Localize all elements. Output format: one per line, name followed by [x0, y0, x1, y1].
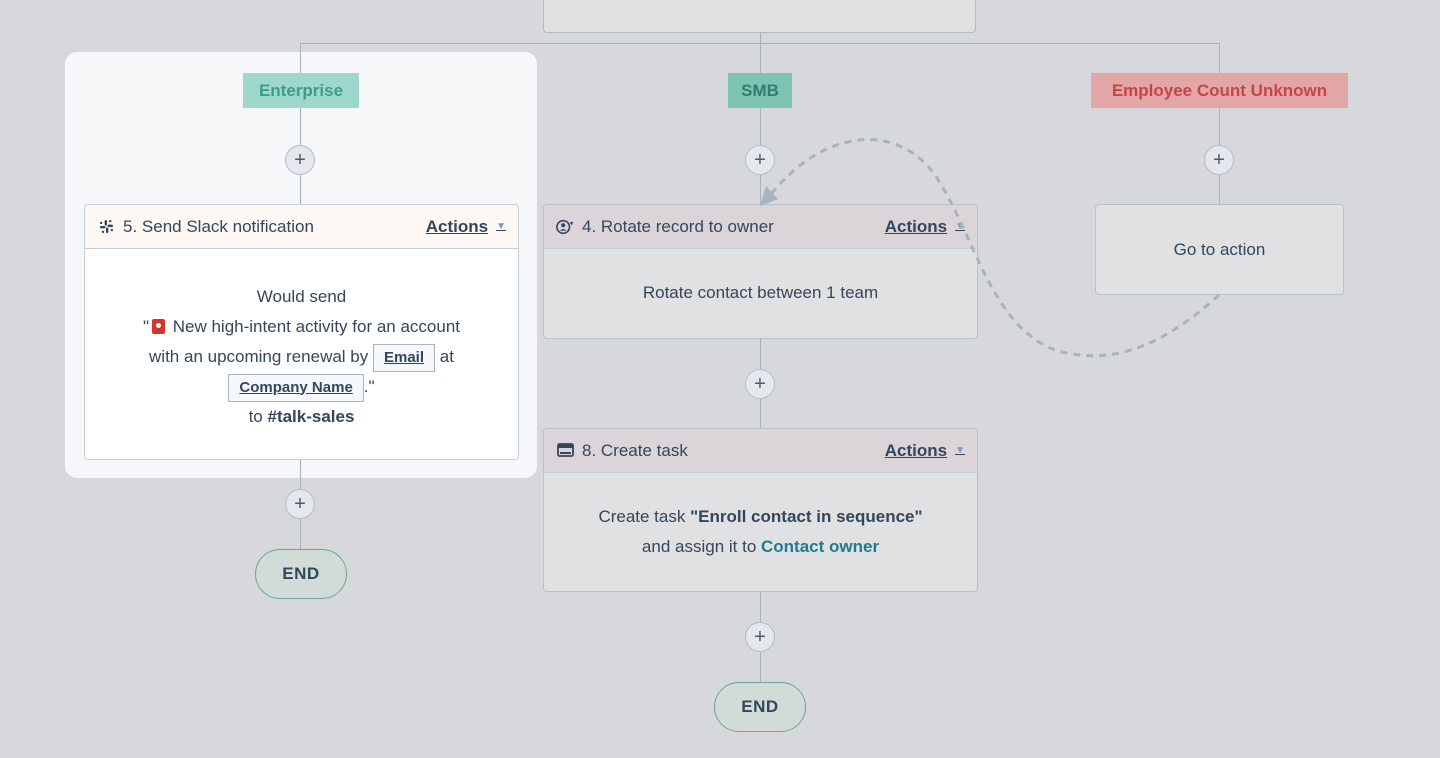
add-action-button[interactable]: +	[745, 145, 775, 175]
connector-line	[760, 43, 761, 73]
rotating-light-emoji-icon	[152, 319, 166, 334]
rotate-record-card[interactable]: 4. Rotate record to owner Actions ▼ Rota…	[543, 204, 978, 339]
actions-label: Actions	[884, 440, 948, 460]
add-action-button[interactable]: +	[745, 622, 775, 652]
card-body: Would send " New high-intent activity fo…	[85, 249, 518, 432]
body-line: Create task "Enroll contact in sequence"	[544, 502, 977, 532]
rotate-owner-icon	[556, 218, 574, 236]
end-node: END	[714, 682, 806, 732]
body-line: Rotate contact between 1 team	[642, 283, 879, 302]
body-text: and assign it to	[641, 537, 757, 556]
add-action-button[interactable]: +	[1204, 145, 1234, 175]
quote-close: ."	[363, 377, 375, 396]
card-title: 8. Create task	[582, 440, 688, 460]
go-to-action-card[interactable]: Go to action	[1095, 204, 1344, 295]
slack-icon	[97, 219, 115, 234]
card-header: 5. Send Slack notification Actions ▼	[85, 205, 518, 249]
message-line: Company Name."	[85, 372, 518, 402]
branch-label-enterprise: Enterprise	[243, 73, 359, 108]
go-to-action-label: Go to action	[1173, 239, 1266, 259]
slack-channel: #talk-sales	[267, 407, 355, 426]
branch-label-smb: SMB	[728, 73, 792, 108]
caret-down-icon: ▼	[955, 221, 965, 232]
contact-owner-link[interactable]: Contact owner	[761, 537, 880, 556]
at-text: at	[439, 347, 454, 366]
channel-line: to #talk-sales	[85, 402, 518, 432]
card-title: 5. Send Slack notification	[123, 216, 314, 236]
message-line: " New high-intent activity for an accoun…	[85, 312, 518, 342]
company-name-token[interactable]: Company Name	[228, 373, 364, 402]
previous-action-card[interactable]	[543, 0, 976, 33]
create-task-card[interactable]: 8. Create task Actions ▼ Create task "En…	[543, 428, 978, 592]
connector-line	[300, 43, 301, 73]
branch-connector	[300, 43, 1219, 44]
card-header: 8. Create task Actions ▼	[544, 429, 977, 473]
body-line: and assign it to Contact owner	[544, 532, 977, 562]
actions-label: Actions	[884, 216, 948, 236]
add-action-button[interactable]: +	[285, 145, 315, 175]
end-node: END	[255, 549, 347, 599]
card-title: 4. Rotate record to owner	[582, 216, 774, 236]
actions-dropdown[interactable]: Actions ▼	[885, 441, 965, 461]
quote-open: "	[142, 317, 150, 336]
caret-down-icon: ▼	[496, 221, 506, 232]
body-line: Would send	[256, 287, 347, 306]
message-text: with an upcoming renewal by	[149, 347, 369, 366]
send-slack-notification-card[interactable]: 5. Send Slack notification Actions ▼ Wou…	[84, 204, 519, 460]
connector-line	[1219, 43, 1220, 73]
add-action-button[interactable]: +	[285, 489, 315, 519]
task-name: "Enroll contact in sequence"	[690, 507, 923, 526]
message-line: with an upcoming renewal by Email at	[85, 342, 518, 372]
body-text: Create task	[598, 507, 686, 526]
card-body: Rotate contact between 1 team	[544, 249, 977, 308]
task-icon	[556, 443, 574, 458]
actions-label: Actions	[425, 216, 489, 236]
actions-dropdown[interactable]: Actions ▼	[885, 217, 965, 237]
to-text: to	[248, 407, 263, 426]
branch-connector-trunk	[760, 33, 761, 44]
branch-label-employee-count-unknown: Employee Count Unknown	[1091, 73, 1348, 108]
add-action-button[interactable]: +	[745, 369, 775, 399]
card-body: Create task "Enroll contact in sequence"…	[544, 473, 977, 562]
caret-down-icon: ▼	[955, 445, 965, 456]
actions-dropdown[interactable]: Actions ▼	[426, 217, 506, 237]
message-text: New high-intent activity for an account	[172, 317, 461, 336]
email-token[interactable]: Email	[373, 343, 436, 372]
card-header: 4. Rotate record to owner Actions ▼	[544, 205, 977, 249]
